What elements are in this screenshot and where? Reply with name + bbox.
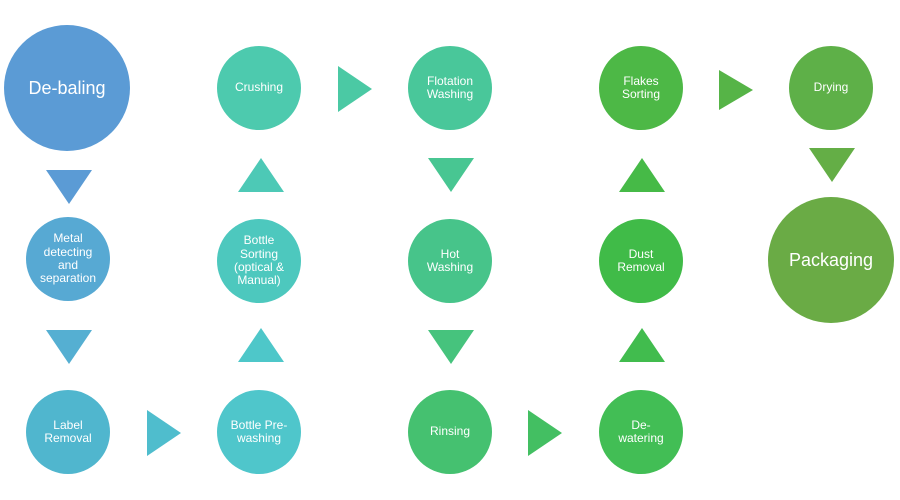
arrow-down-icon — [428, 330, 474, 364]
arrow-right-icon — [147, 410, 181, 456]
step-bottle-prewashing: Bottle Pre- washing — [217, 390, 301, 474]
arrow-right-icon — [338, 66, 372, 112]
step-drying-label: Drying — [813, 80, 849, 95]
step-bottle-sorting: Bottle Sorting (optical & Manual) — [217, 219, 301, 303]
step-flakes-sorting-label: Flakes Sorting — [621, 73, 661, 101]
step-flotation-washing-label: Flotation Washing — [426, 73, 474, 101]
step-packaging: Packaging — [768, 197, 894, 323]
step-metal-detecting-label: Metal detecting and separation — [39, 231, 97, 286]
step-bottle-sorting-label: Bottle Sorting (optical & Manual) — [233, 233, 285, 288]
step-crushing-label: Crushing — [234, 80, 284, 95]
step-label-removal: Label Removal — [26, 390, 110, 474]
arrow-up-icon — [619, 328, 665, 362]
step-rinsing: Rinsing — [408, 390, 492, 474]
step-de-baling-label: De-baling — [28, 77, 106, 98]
arrow-up-icon — [619, 158, 665, 192]
step-hot-washing: Hot Washing — [408, 219, 492, 303]
step-rinsing-label: Rinsing — [429, 424, 471, 439]
step-flakes-sorting: Flakes Sorting — [599, 46, 683, 130]
step-flotation-washing: Flotation Washing — [408, 46, 492, 130]
step-dust-removal: Dust Removal — [599, 219, 683, 303]
arrow-up-icon — [238, 328, 284, 362]
arrow-down-icon — [46, 170, 92, 204]
step-de-watering: De- watering — [599, 390, 683, 474]
arrow-down-icon — [809, 148, 855, 182]
step-de-watering-label: De- watering — [618, 417, 664, 445]
arrow-up-icon — [238, 158, 284, 192]
arrow-down-icon — [46, 330, 92, 364]
arrow-right-icon — [719, 70, 753, 110]
step-hot-washing-label: Hot Washing — [426, 246, 474, 274]
step-metal-detecting: Metal detecting and separation — [26, 217, 110, 301]
step-de-baling: De-baling — [4, 25, 130, 151]
step-packaging-label: Packaging — [788, 249, 874, 270]
step-drying: Drying — [789, 46, 873, 130]
arrow-down-icon — [428, 158, 474, 192]
arrow-right-icon — [528, 410, 562, 456]
step-label-removal-label: Label Removal — [44, 417, 92, 445]
step-crushing: Crushing — [217, 46, 301, 130]
step-bottle-prewashing-label: Bottle Pre- washing — [230, 417, 288, 445]
step-dust-removal-label: Dust Removal — [617, 246, 665, 274]
